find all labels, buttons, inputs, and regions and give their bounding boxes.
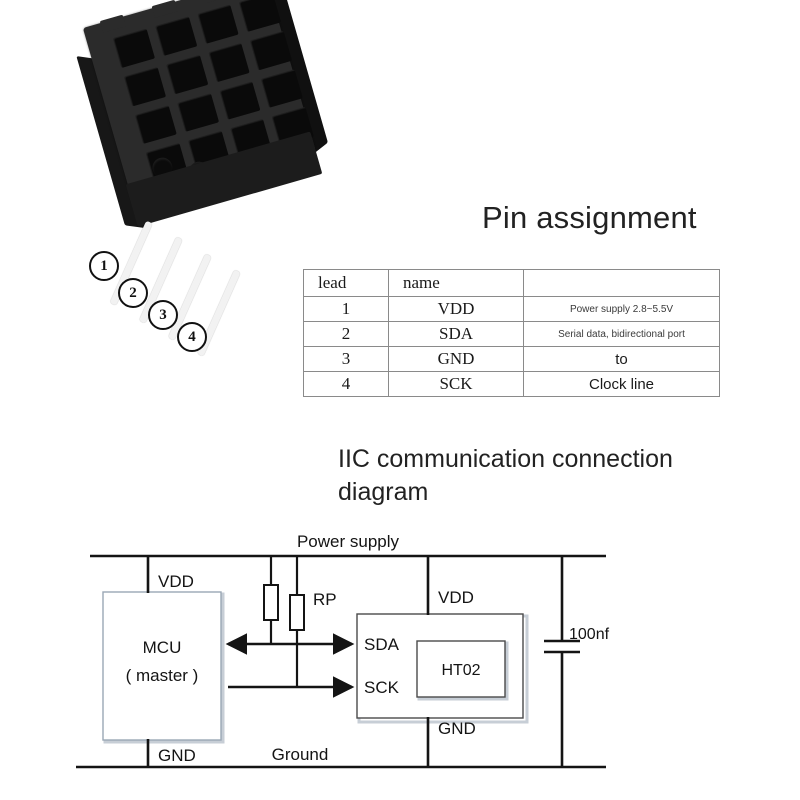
ground-rail: Ground: [76, 745, 606, 769]
mcu-vdd-connection: VDD: [146, 556, 194, 593]
mcu-block: MCU ( master ): [102, 591, 225, 744]
mcu-gnd-label: GND: [158, 746, 196, 765]
mcu-label-line2: ( master ): [126, 666, 199, 685]
pin-callout-3: 3: [148, 300, 178, 330]
ht02-vdd-connection: VDD: [426, 556, 474, 615]
pullup-resistor-sda: [263, 556, 279, 644]
column-header-description: [523, 269, 720, 297]
sensor-photo: 1 2 3 4: [0, 0, 328, 370]
pin-callout-4-label: 4: [188, 328, 196, 345]
table-header-row: lead name: [303, 269, 720, 297]
column-header-name: name: [388, 269, 524, 297]
cell-name: GND: [388, 346, 524, 372]
table-row: 3 GND to: [303, 346, 720, 372]
cell-name: VDD: [388, 296, 524, 322]
power-supply-rail: Power supply: [90, 532, 606, 558]
mcu-gnd-connection: GND: [146, 739, 196, 767]
ht02-gnd-label: GND: [438, 719, 476, 738]
cell-description: Power supply 2.8~5.5V: [523, 296, 720, 322]
cell-description: Clock line: [523, 371, 720, 397]
ht02-sda-label: SDA: [364, 635, 400, 654]
cell-lead: 4: [303, 371, 389, 397]
pin-callout-1-label: 1: [100, 257, 108, 274]
cell-description: to: [523, 346, 720, 372]
ground-label: Ground: [272, 745, 329, 764]
mcu-label-line1: MCU: [143, 638, 182, 657]
cell-name: SCK: [388, 371, 524, 397]
pin-assignment-table: lead name 1 VDD Power supply 2.8~5.5V 2 …: [303, 269, 720, 397]
iic-communication-diagram: MCU ( master ) HT02 SDA SCK Power supply…: [0, 515, 800, 800]
pin-assignment-heading: Pin assignment: [482, 200, 697, 235]
pin-callout-2-label: 2: [129, 284, 137, 301]
decoupling-capacitor: 100nf: [544, 556, 610, 767]
pin-callout-1: 1: [89, 251, 119, 281]
table-row: 4 SCK Clock line: [303, 371, 720, 397]
pullup-resistor-sck: [289, 556, 305, 687]
table-row: 1 VDD Power supply 2.8~5.5V: [303, 296, 720, 322]
ht02-block: HT02 SDA SCK: [356, 613, 529, 724]
cell-lead: 1: [303, 296, 389, 322]
column-header-lead: lead: [303, 269, 389, 297]
ht02-gnd-connection: GND: [426, 717, 476, 767]
table-row: 2 SDA Serial data, bidirectional port: [303, 321, 720, 347]
cell-lead: 3: [303, 346, 389, 372]
pin-callout-2: 2: [118, 278, 148, 308]
cell-description: Serial data, bidirectional port: [523, 321, 720, 347]
power-supply-label: Power supply: [297, 532, 400, 551]
pullup-resistor-label: RP: [313, 590, 337, 609]
iic-diagram-heading: IIC communication connection diagram: [338, 445, 673, 506]
ht02-vdd-label: VDD: [438, 588, 474, 607]
sensor-housing: [68, 0, 339, 252]
capacitor-value-label: 100nf: [569, 626, 610, 643]
cell-lead: 2: [303, 321, 389, 347]
pin-callout-4: 4: [177, 322, 207, 352]
ht02-sck-label: SCK: [364, 678, 400, 697]
pin-callout-3-label: 3: [159, 306, 167, 323]
ht02-chip-label: HT02: [441, 662, 480, 679]
mcu-vdd-label: VDD: [158, 572, 194, 591]
cell-name: SDA: [388, 321, 524, 347]
